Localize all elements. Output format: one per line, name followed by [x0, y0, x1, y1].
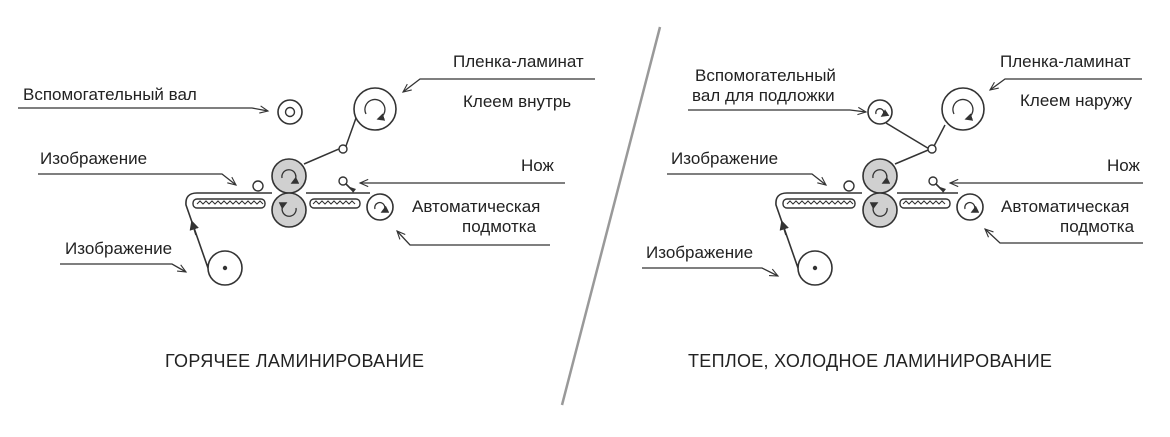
- label-film-line2: Клеем наружу: [1020, 91, 1133, 110]
- image-path-direction-arrow: [189, 220, 199, 236]
- callout-aux-roller: [688, 106, 868, 116]
- image-feed-roll: [207, 250, 243, 286]
- label-aux-roller-line2: вал для подложки: [692, 86, 835, 105]
- label-film-line1: Пленка-ламинат: [453, 52, 584, 71]
- callout-image-top: [38, 173, 238, 186]
- rewind-roll: [366, 193, 394, 221]
- bottom-nip-roller: [862, 192, 898, 228]
- label-image-bottom: Изображение: [65, 239, 172, 258]
- knife-icon: [338, 176, 356, 193]
- film-guide-roller: [927, 144, 937, 154]
- laminate-film-path: [894, 124, 946, 165]
- label-film-line2: Клеем внутрь: [463, 92, 571, 111]
- panel-divider: [560, 26, 662, 406]
- label-image-top: Изображение: [40, 149, 147, 168]
- rewind-roll: [956, 193, 984, 221]
- film-guide-roller: [338, 144, 348, 154]
- liner-takeup-roller: [867, 99, 893, 125]
- label-image-bottom: Изображение: [646, 243, 753, 262]
- label-aux-roller-line1: Вспомогательный: [695, 66, 836, 85]
- feed-table: [192, 198, 266, 209]
- output-table: [899, 198, 951, 209]
- caption-hot-lamination: ГОРЯЧЕЕ ЛАМИНИРОВАНИЕ: [165, 351, 424, 371]
- callout-film: [401, 78, 595, 93]
- warm-cold-lamination-panel: Вспомогательный вал для подложки Пленка-…: [642, 52, 1143, 371]
- callout-film: [988, 78, 1142, 91]
- idler-roller: [252, 180, 264, 192]
- top-nip-roller: [862, 158, 898, 194]
- heated-top-roller: [271, 158, 307, 194]
- hot-lamination-panel: Вспомогательный вал Пленка-ламинат Клеем…: [18, 52, 595, 371]
- knife-icon: [928, 176, 946, 193]
- feed-table: [782, 198, 856, 209]
- image-feed-roll: [797, 250, 833, 286]
- callout-image-bottom: [60, 263, 188, 273]
- label-aux-roller: Вспомогательный вал: [23, 85, 197, 104]
- output-table: [309, 198, 361, 209]
- laminate-film-path: [303, 117, 357, 165]
- laminate-film-roll: [941, 87, 985, 131]
- idler-roller: [843, 180, 855, 192]
- heated-bottom-roller: [271, 192, 307, 228]
- image-feed-path: [185, 192, 272, 269]
- image-path-direction-arrow: [779, 220, 789, 236]
- label-rewind-line2: подмотка: [462, 217, 537, 236]
- image-feed-path: [775, 192, 862, 269]
- laminate-film-roll: [353, 87, 397, 131]
- callout-rewind: [984, 228, 1143, 244]
- label-rewind-line1: Автоматическая: [412, 197, 540, 216]
- caption-warm-cold-lamination: ТЕПЛОЕ, ХОЛОДНОЕ ЛАМИНИРОВАНИЕ: [688, 351, 1052, 371]
- label-image-top: Изображение: [671, 149, 778, 168]
- label-film-line1: Пленка-ламинат: [1000, 52, 1131, 71]
- callout-image-top: [667, 173, 828, 186]
- label-rewind-line2: подмотка: [1060, 217, 1135, 236]
- label-knife: Нож: [1107, 156, 1141, 175]
- liner-path: [885, 122, 932, 151]
- callout-rewind: [396, 230, 550, 246]
- callout-image-bottom: [642, 267, 780, 277]
- callout-aux-roller: [18, 105, 270, 114]
- label-rewind-line1: Автоматическая: [1001, 197, 1129, 216]
- label-knife: Нож: [521, 156, 555, 175]
- auxiliary-roller: [277, 99, 303, 125]
